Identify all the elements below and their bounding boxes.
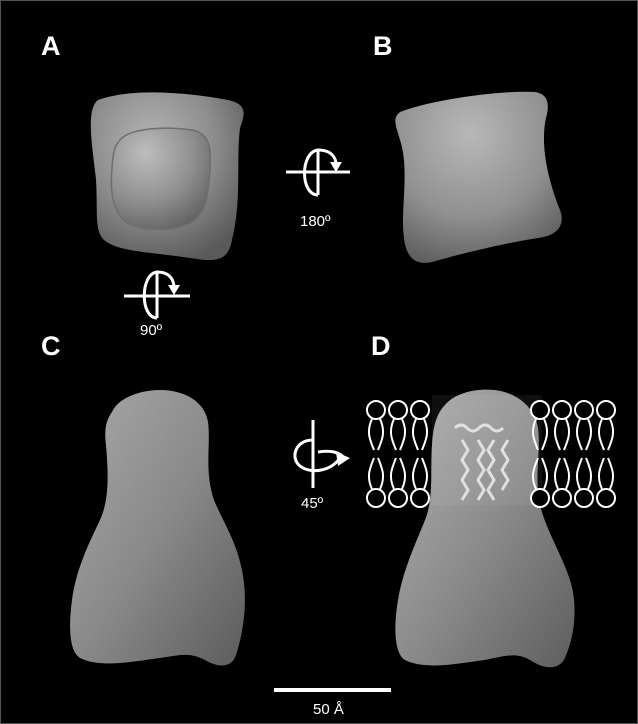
scale-bar-label: 50 Å — [313, 702, 344, 717]
rotation-label-middle: 45º — [301, 496, 323, 511]
rotation-icon-middle — [295, 420, 350, 488]
panel-label-a: A — [41, 33, 61, 60]
lipid-bilayer-left — [367, 401, 429, 507]
rotation-label-left: 90º — [140, 323, 162, 338]
panel-label-c: C — [41, 333, 61, 360]
panel-label-b: B — [373, 33, 393, 60]
rotation-label-top: 180º — [300, 214, 331, 229]
rotation-icon-left — [124, 272, 190, 318]
surface-panel-b — [395, 92, 561, 263]
panel-label-d: D — [371, 333, 391, 360]
lipid-bilayer-right — [531, 401, 615, 507]
surface-panel-a — [91, 92, 244, 260]
surface-panel-c — [70, 390, 245, 665]
rotation-icon-top — [286, 150, 350, 195]
